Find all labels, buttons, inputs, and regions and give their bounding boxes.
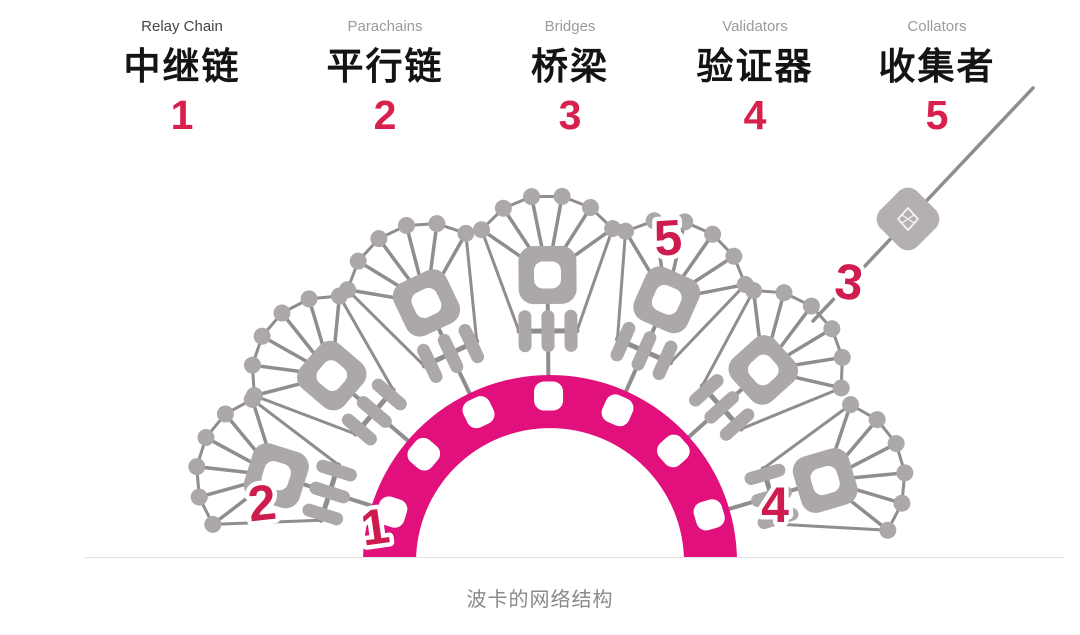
legend-zh-label: 中继链 — [123, 46, 241, 87]
parachain-fan — [473, 187, 622, 415]
legend-number: 1 — [170, 92, 194, 138]
legend-en-label: Relay Chain — [141, 18, 223, 35]
diagram-marker: 2 — [245, 474, 279, 533]
figure-caption: 波卡的网络结构 — [466, 589, 614, 611]
legend-number: 2 — [373, 92, 397, 138]
diagram-marker: 4 — [761, 477, 789, 533]
legend-zh-label: 平行链 — [326, 46, 444, 87]
parachain-fan — [243, 287, 438, 467]
legend-item-collators: Collators 收集者 5 — [842, 18, 1032, 137]
legend-en-label: Validators — [722, 18, 788, 35]
legend-item-validators: Validators 验证器 4 — [660, 18, 850, 137]
diagram-marker: 3 — [832, 253, 866, 312]
legend-number: 4 — [743, 92, 767, 138]
relay-chain-ring — [363, 375, 737, 557]
legend-item-relay-chain: Relay Chain 中继链 1 — [87, 18, 277, 137]
parachain-fan — [659, 282, 851, 464]
legend-zh-label: 收集者 — [878, 46, 996, 87]
diagram-marker: 5 — [652, 209, 684, 267]
legend-en-label: Collators — [907, 18, 967, 35]
legend-en-label: Bridges — [544, 18, 596, 35]
parachain-fan — [691, 396, 914, 539]
parachain-fan — [609, 212, 754, 427]
legend-item-parachains: Parachains 平行链 2 — [290, 18, 480, 137]
legend-number: 5 — [925, 92, 949, 138]
parachain-fan — [188, 390, 409, 533]
bridge-link — [811, 86, 1035, 323]
legend-item-bridges: Bridges 桥梁 3 — [475, 18, 665, 137]
legend-zh-label: 验证器 — [696, 46, 814, 87]
gem-icon — [897, 207, 919, 231]
legend-zh-label: 桥梁 — [531, 46, 609, 87]
legend-en-label: Parachains — [347, 18, 423, 35]
legend-number: 3 — [558, 92, 582, 138]
figure-divider-line — [85, 557, 1065, 558]
parachain-fan — [339, 215, 488, 429]
